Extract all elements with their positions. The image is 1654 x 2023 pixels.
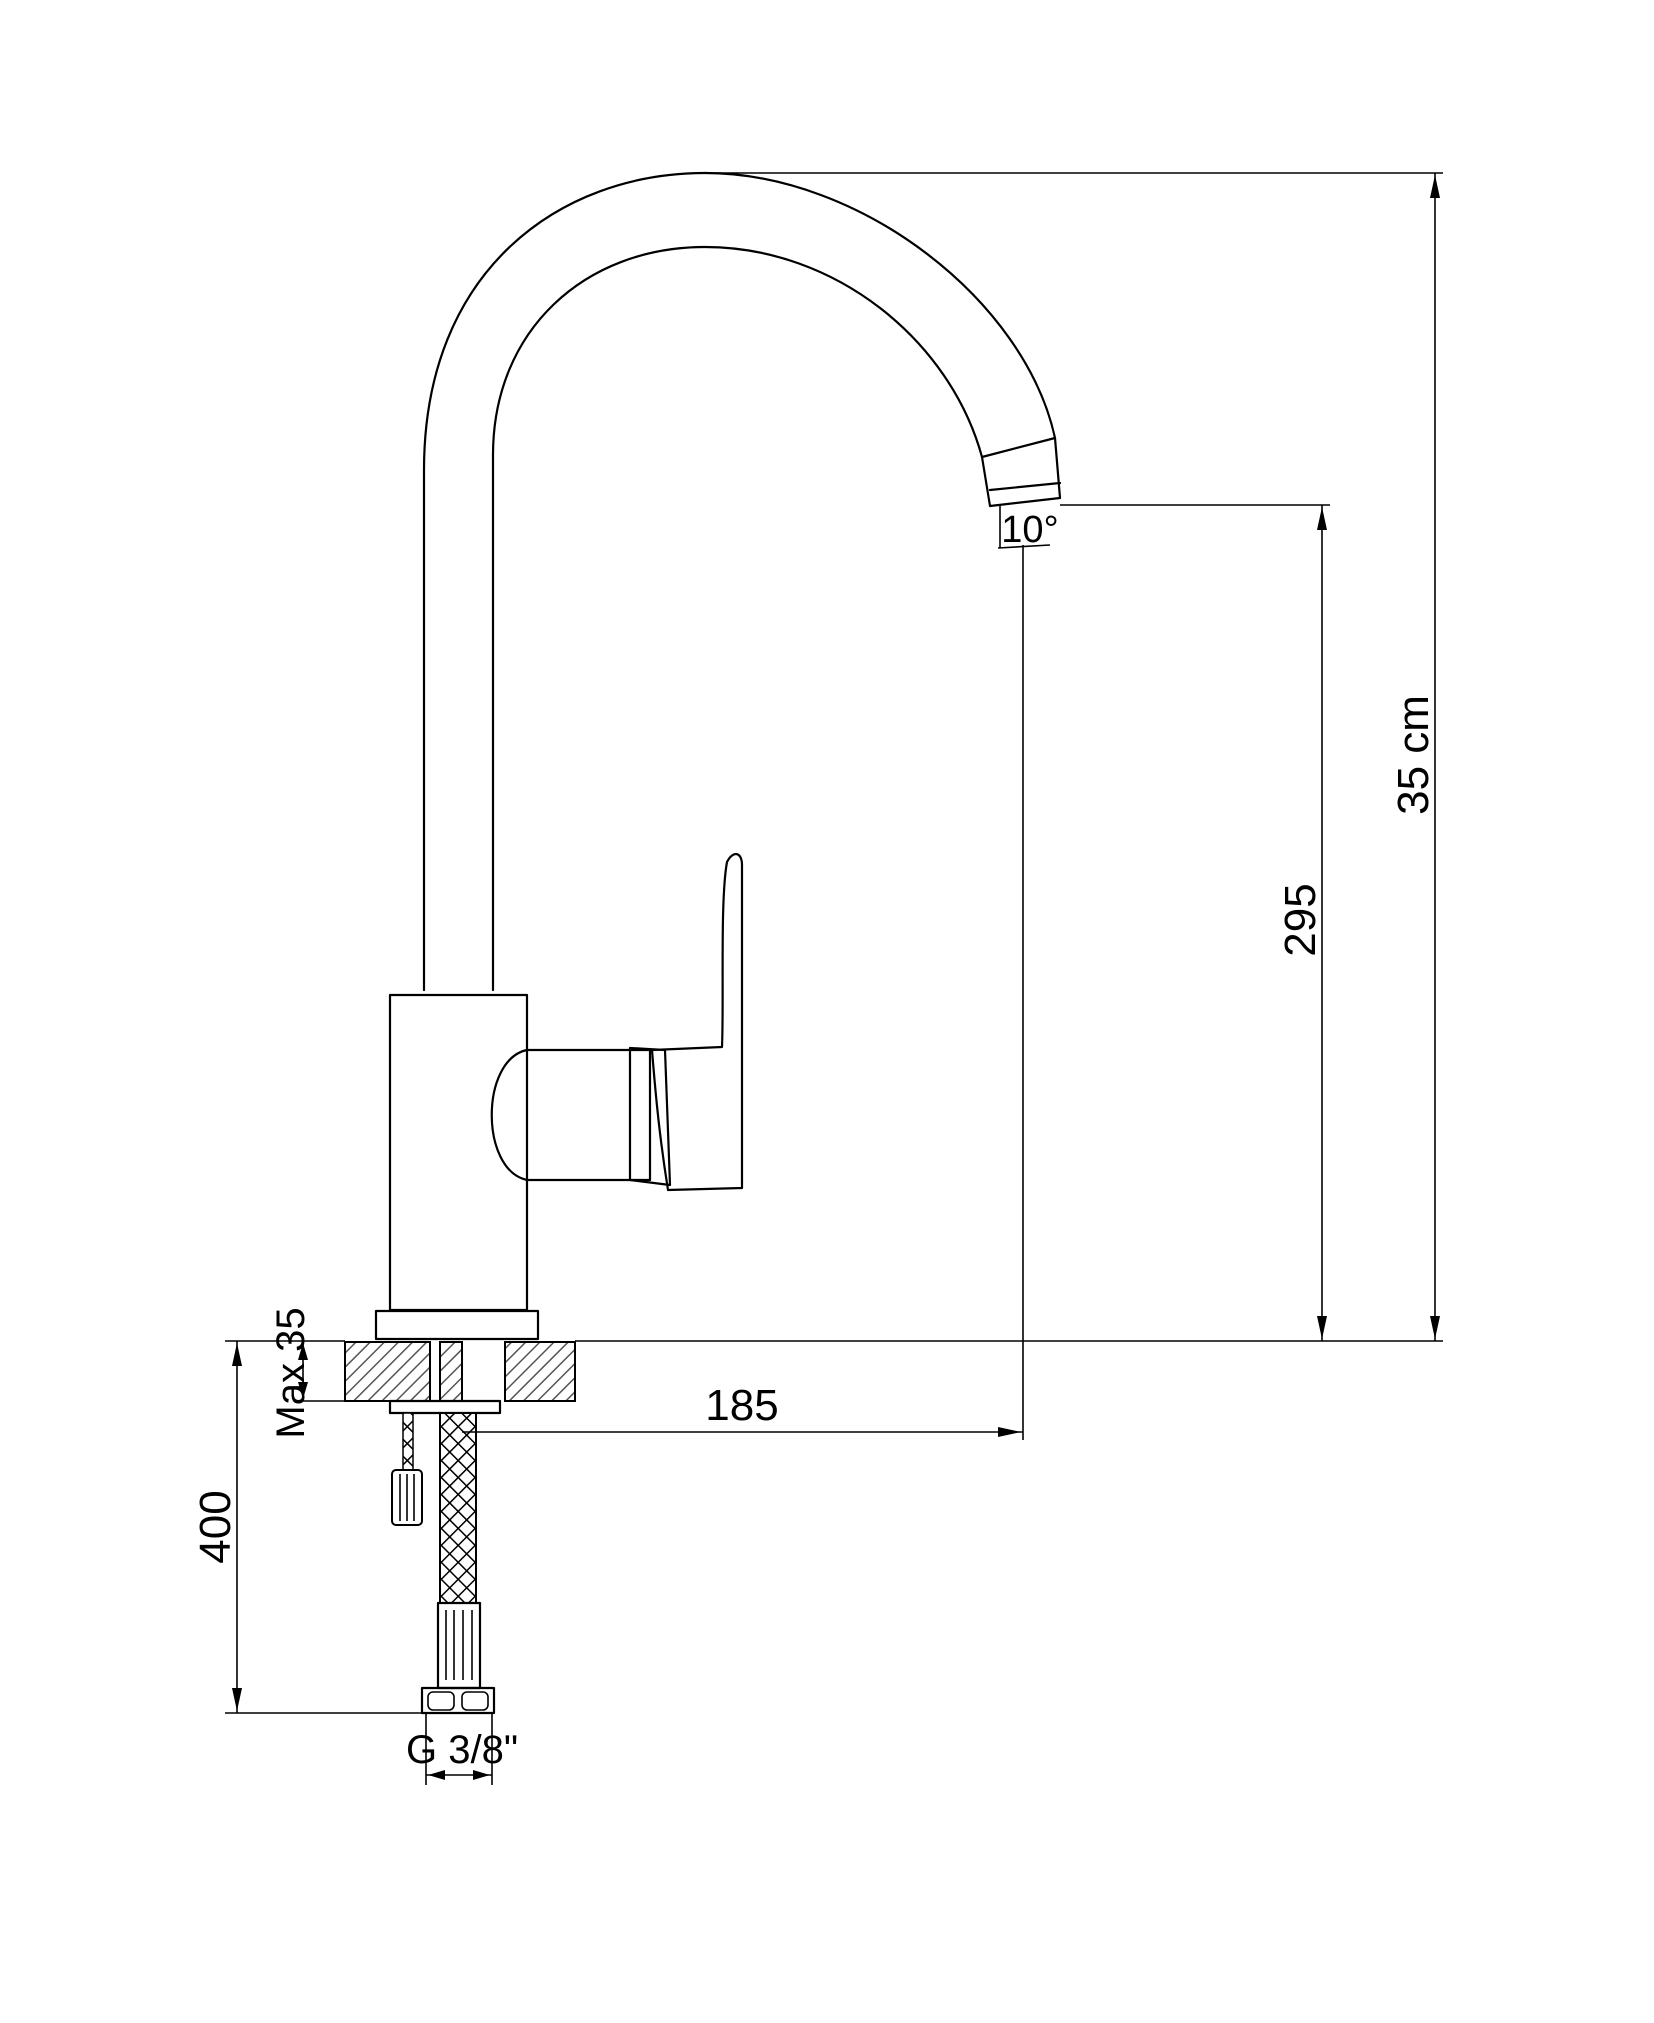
mounting-plate [388,1399,502,1415]
hose-ferrule [436,1601,482,1690]
spout-angle-label: 10° [1001,509,1058,551]
aerator-line [988,481,1062,492]
countertop-section [344,1341,576,1415]
dimension-labels: 35 cm 295 185 400 Max 35 10° G 3/8" [191,509,1438,1772]
shank [439,1341,463,1402]
connector-thread-label: G 3/8" [406,1728,518,1772]
spout-height-label: 295 [1276,883,1325,956]
total-height-label: 35 cm [1389,695,1438,815]
supply-hoses [391,1412,496,1715]
counter-left [344,1341,431,1402]
spout-inner [491,245,984,992]
cartridge-housing [490,1048,652,1182]
hose-length-label: 400 [191,1490,240,1563]
braided-hose [439,1412,477,1604]
max-counter-label: Max 35 [269,1307,313,1438]
body-column [388,993,529,1312]
counter-right [504,1341,576,1402]
spout-outer [422,171,1057,992]
aerator [980,436,1062,508]
faucet-body [374,171,1062,1341]
lever-handle [650,853,744,1192]
connector-nut [420,1686,496,1715]
spout-reach-label: 185 [705,1381,778,1430]
base-ring [374,1309,540,1341]
dimension-lines [225,172,1443,1785]
